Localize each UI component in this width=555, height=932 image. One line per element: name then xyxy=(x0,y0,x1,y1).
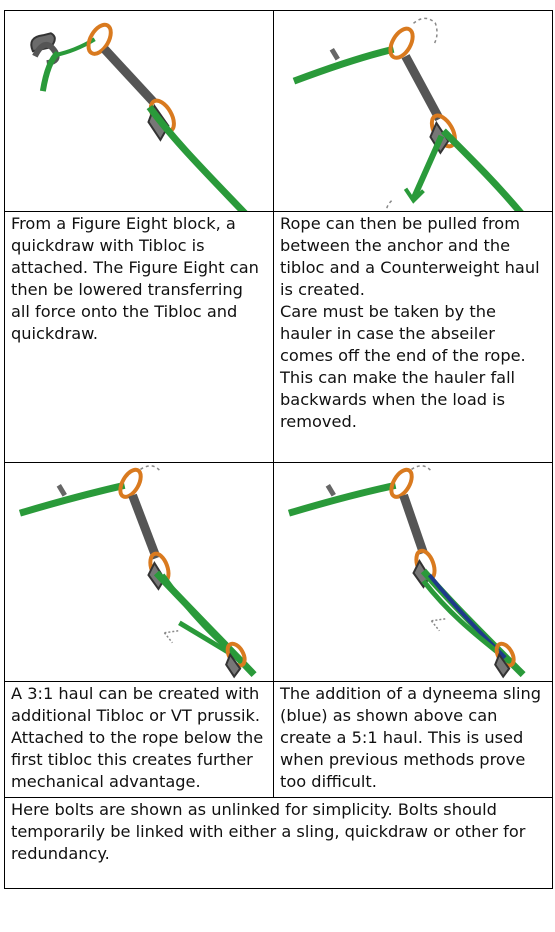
caption-row-1: From a Figure Eight block, a quickdraw w… xyxy=(4,211,553,463)
caption-1: From a Figure Eight block, a quickdraw w… xyxy=(11,214,259,343)
figure-2-cell xyxy=(273,10,553,212)
figure-3-cell xyxy=(4,462,274,682)
caption-2-cell: Rope can then be pulled from between the… xyxy=(273,211,553,463)
arrow-icon xyxy=(403,187,425,204)
caption-2: Rope can then be pulled from between the… xyxy=(280,214,540,299)
instruction-table: From a Figure Eight block, a quickdraw w… xyxy=(4,10,553,889)
three-to-one-haul-diagram xyxy=(18,465,257,679)
footer-row: Here bolts are shown as unlinked for sim… xyxy=(4,797,553,889)
bolt-icon xyxy=(325,484,336,497)
carabiner-icon xyxy=(389,467,414,499)
five-to-one-haul-diagram xyxy=(287,465,526,679)
footer-note-cell: Here bolts are shown as unlinked for sim… xyxy=(4,797,553,889)
rope-main xyxy=(146,104,248,211)
footer-note: Here bolts are shown as unlinked for sim… xyxy=(11,800,526,863)
caption-row-2: A 3:1 haul can be created with additiona… xyxy=(4,681,553,798)
rope-top xyxy=(18,481,126,517)
bolt-icon xyxy=(329,47,340,61)
rope-top xyxy=(287,481,397,517)
caption-3-cell: A 3:1 haul can be created with additiona… xyxy=(4,681,274,798)
caption-3: A 3:1 haul can be created with additiona… xyxy=(11,684,264,791)
quickdraw-sling xyxy=(101,46,158,107)
quickdraw-sling xyxy=(128,493,161,560)
carabiner-icon xyxy=(388,26,415,60)
figure-row-2 xyxy=(4,462,553,682)
dyneema-sling xyxy=(427,573,507,660)
bolt-icon xyxy=(56,484,67,497)
tibloc-icon-2 xyxy=(494,652,511,679)
carabiner-icon xyxy=(86,22,113,56)
caption-1-cell: From a Figure Eight block, a quickdraw w… xyxy=(4,211,274,463)
figure-4-cell xyxy=(273,462,553,682)
arrow-icon xyxy=(430,618,446,632)
rope-left xyxy=(39,50,60,92)
caption-4-cell: The addition of a dyneema sling (blue) a… xyxy=(273,681,553,798)
caption-2-warning: Care must be taken by the hauler in case… xyxy=(280,302,526,431)
figure-eight-block-diagram xyxy=(30,22,248,211)
tibloc-icon-2 xyxy=(225,652,242,679)
quickdraw-sling xyxy=(401,54,444,122)
rope-top xyxy=(292,45,395,85)
figure-1-cell xyxy=(4,10,274,212)
caption-4: The addition of a dyneema sling (blue) a… xyxy=(280,684,542,791)
rope-load xyxy=(440,128,524,211)
figure-row-1 xyxy=(4,10,553,212)
counterweight-haul-diagram xyxy=(292,17,524,211)
carabiner-icon xyxy=(118,467,143,499)
arrow-icon xyxy=(163,630,179,644)
quickdraw-sling xyxy=(399,493,428,555)
rope-pull xyxy=(410,134,445,200)
